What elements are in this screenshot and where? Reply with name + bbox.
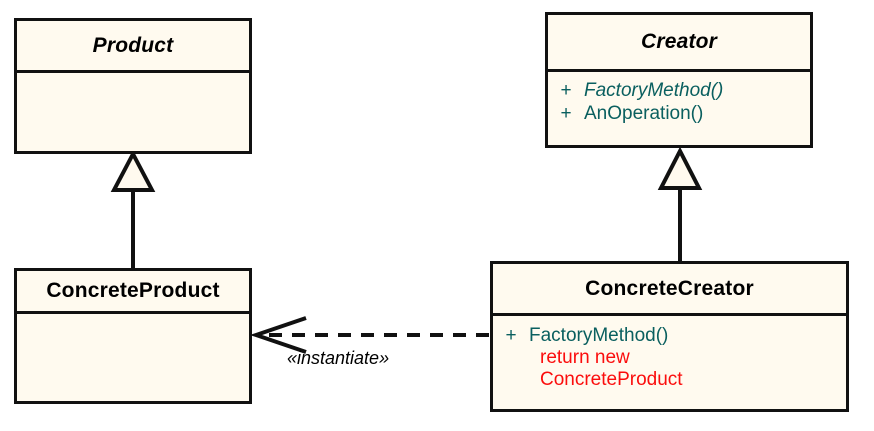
class-box-concreteproduct[interactable]: ConcreteProduct	[14, 268, 252, 404]
class-box-product[interactable]: Product	[14, 18, 252, 154]
member-visibility: +	[505, 325, 517, 346]
class-members-creator: + FactoryMethod() + AnOperation()	[548, 72, 810, 145]
member-row: + FactoryMethod()	[493, 324, 846, 347]
class-title-concretecreator: ConcreteCreator	[493, 264, 846, 316]
member-note-block: return new ConcreteProduct	[493, 347, 846, 391]
member-note-line: return new	[540, 347, 630, 369]
generalization-product-triangle	[110, 149, 156, 192]
generalization-creator-triangle	[657, 146, 703, 190]
member-row: + FactoryMethod()	[548, 79, 810, 102]
instantiate-label: «instantiate»	[287, 348, 390, 368]
class-box-concretecreator[interactable]: ConcreteCreator + FactoryMethod() return…	[490, 261, 849, 412]
member-name: FactoryMethod()	[529, 325, 669, 346]
dependency-instantiate-arrowhead	[249, 316, 307, 354]
class-box-creator[interactable]: Creator + FactoryMethod() + AnOperation(…	[545, 12, 813, 148]
member-note-line: ConcreteProduct	[540, 369, 683, 391]
member-name: AnOperation()	[584, 103, 704, 125]
generalization-product	[110, 149, 156, 269]
class-title-product: Product	[17, 21, 249, 73]
class-members-product	[17, 73, 249, 151]
generalization-creator	[657, 146, 703, 262]
dependency-instantiate	[249, 316, 489, 354]
member-row: + AnOperation()	[548, 102, 810, 125]
class-members-concretecreator: + FactoryMethod() return new ConcretePro…	[493, 316, 846, 409]
member-visibility: +	[560, 80, 572, 101]
member-visibility: +	[560, 103, 572, 125]
class-title-concreteproduct: ConcreteProduct	[17, 271, 249, 314]
member-name: FactoryMethod()	[584, 80, 724, 101]
class-members-concreteproduct	[17, 314, 249, 401]
class-title-creator: Creator	[548, 15, 810, 72]
